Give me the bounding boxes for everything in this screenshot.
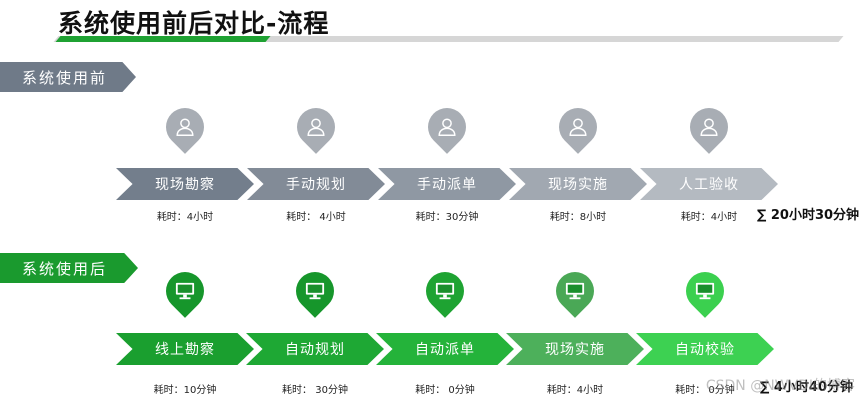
process-step-label: 自动校验: [675, 342, 735, 358]
process-step-time: 耗时：30分钟: [415, 212, 479, 223]
section-label-after: 系统使用后: [0, 253, 138, 283]
section-label-before: 系统使用前: [0, 62, 136, 92]
process-step-3: 手动派单: [378, 168, 516, 200]
total-time-after: ∑ 4小时40分钟: [760, 380, 853, 395]
total-time-before: ∑ 20小时30分钟: [757, 208, 860, 223]
user-pin-4: [551, 100, 605, 154]
section-label-after-text: 系统使用后: [22, 259, 108, 278]
user-icon: [174, 116, 196, 138]
page-title: 系统使用前后对比-流程: [58, 9, 330, 38]
process-step-time: 耗时：4小时: [680, 212, 738, 223]
monitor-pin-4: [548, 264, 602, 318]
process-step-1: 现场勘察: [116, 168, 254, 200]
process-step-5: 人工验收: [640, 168, 778, 200]
process-step-time: 耗时： 0分钟: [675, 385, 735, 396]
process-step-time: 耗时：4小时: [546, 385, 604, 396]
process-step-label: 自动规划: [285, 342, 345, 358]
monitor-icon: [174, 281, 196, 301]
process-step-time: 耗时：8小时: [549, 212, 607, 223]
user-icon: [567, 116, 589, 138]
process-step-time: 耗时： 4小时: [286, 212, 346, 223]
process-step-5: 自动校验: [636, 333, 774, 365]
process-step-label: 自动派单: [415, 342, 475, 358]
monitor-icon: [304, 281, 326, 301]
monitor-pin-5: [678, 264, 732, 318]
process-step-time: 耗时：4小时: [156, 212, 214, 223]
user-icon: [305, 116, 327, 138]
process-step-label: 现场勘察: [155, 177, 215, 193]
user-icon: [436, 116, 458, 138]
process-step-3: 自动派单: [376, 333, 514, 365]
process-step-time: 耗时：10分钟: [153, 385, 217, 396]
monitor-icon: [434, 281, 456, 301]
user-icon: [698, 116, 720, 138]
process-step-label: 人工验收: [679, 177, 739, 193]
process-step-4: 现场实施: [506, 333, 644, 365]
process-step-label: 手动规划: [286, 177, 346, 193]
user-pin-5: [682, 100, 736, 154]
process-step-time: 耗时： 0分钟: [415, 385, 475, 396]
process-step-label: 手动派单: [417, 177, 477, 193]
process-step-label: 线上勘察: [155, 342, 215, 358]
watermark: CSDN @NWVDI的博客: [705, 378, 855, 394]
user-pin-2: [289, 100, 343, 154]
process-step-2: 自动规划: [246, 333, 384, 365]
monitor-icon: [694, 281, 716, 301]
process-step-1: 线上勘察: [116, 333, 254, 365]
title-underline-green: [55, 36, 271, 42]
section-label-before-text: 系统使用前: [22, 68, 108, 87]
process-step-time: 耗时： 30分钟: [282, 385, 348, 396]
process-step-label: 现场实施: [545, 342, 605, 358]
process-step-4: 现场实施: [509, 168, 647, 200]
monitor-pin-3: [418, 264, 472, 318]
user-pin-1: [158, 100, 212, 154]
monitor-pin-1: [158, 264, 212, 318]
monitor-pin-2: [288, 264, 342, 318]
process-step-2: 手动规划: [247, 168, 385, 200]
monitor-icon: [564, 281, 586, 301]
process-step-label: 现场实施: [548, 177, 608, 193]
user-pin-3: [420, 100, 474, 154]
